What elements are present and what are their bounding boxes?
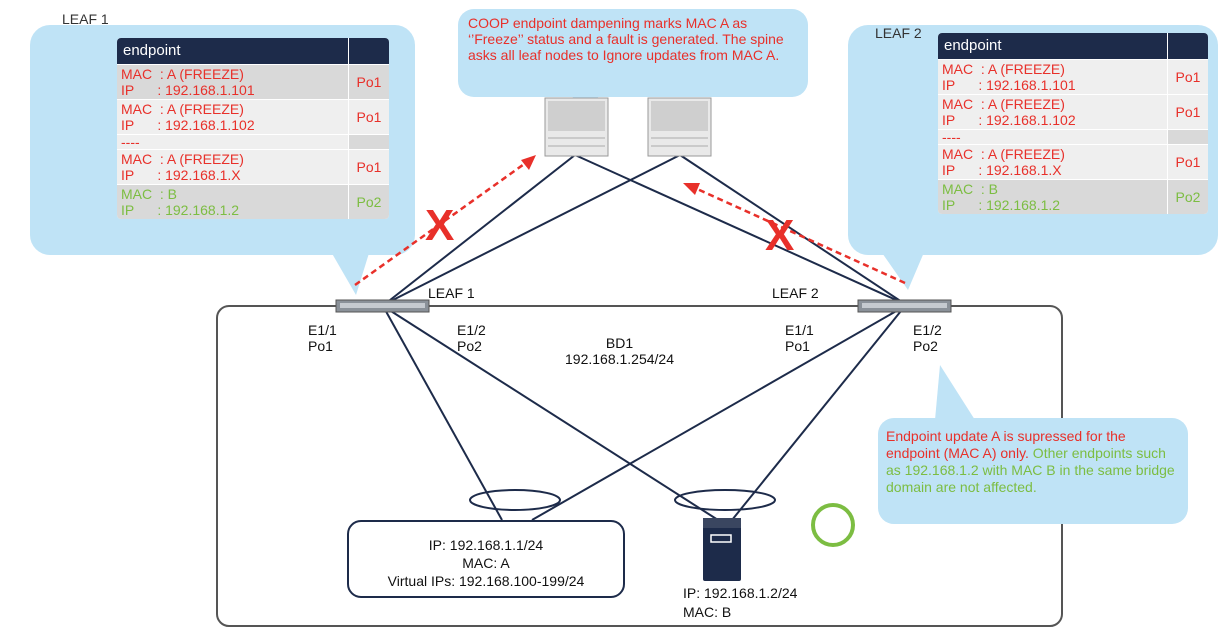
ip-text: IP : 192.168.1.X bbox=[121, 167, 241, 183]
table-separator-row: ---- bbox=[117, 134, 389, 149]
leaf2-update-arrow bbox=[694, 186, 906, 285]
leaf1-update-arrow bbox=[354, 160, 528, 287]
bottom-callout-pointer bbox=[935, 365, 975, 420]
endpoint-cell: MAC : A (FREEZE)IP : 192.168.1.102 bbox=[117, 100, 349, 134]
ip-text: IP : 192.168.1.X bbox=[942, 162, 1062, 178]
table-row: MAC : A (FREEZE)IP : 192.168.1.101 Po1 bbox=[117, 64, 389, 99]
link-leaf2-hostA bbox=[531, 305, 906, 521]
leaf2-name-label: LEAF 2 bbox=[772, 285, 819, 301]
table-separator-row: ---- bbox=[938, 129, 1208, 144]
ip-text: IP : 192.168.1.102 bbox=[942, 112, 1076, 128]
table-row: MAC : A (FREEZE)IP : 192.168.1.X Po1 bbox=[117, 149, 389, 184]
status-ring bbox=[811, 503, 855, 547]
host-b-mac: MAC: B bbox=[683, 604, 732, 620]
leaf2-e12-label: E1/2 Po2 bbox=[913, 322, 942, 354]
leaf1-arrow-head bbox=[521, 155, 536, 170]
ip-text: IP : 192.168.1.2 bbox=[942, 197, 1061, 213]
port-cell: Po1 bbox=[356, 74, 382, 90]
mac-text: MAC : A (FREEZE) bbox=[942, 61, 1065, 77]
endpoint-cell: MAC : A (FREEZE)IP : 192.168.1.102 bbox=[938, 95, 1168, 129]
leaf1-name-label: LEAF 1 bbox=[428, 285, 475, 301]
port-cell: Po1 bbox=[356, 109, 382, 125]
separator-text: ---- bbox=[117, 135, 349, 149]
port-cell: Po1 bbox=[1175, 104, 1201, 120]
suppression-callout-red: Endpoint update A is supressed for the e… bbox=[886, 428, 1126, 461]
leaf1-e12-label: E1/2 Po2 bbox=[457, 322, 486, 354]
leaf2-table-header: endpoint bbox=[938, 33, 1208, 59]
mac-text: MAC : A (FREEZE) bbox=[942, 146, 1065, 162]
leaf1-e11-label: E1/1 Po1 bbox=[308, 322, 337, 354]
leaf2-arrow-head bbox=[683, 183, 700, 195]
port-cell: Po1 bbox=[1175, 69, 1201, 85]
leaf2-block-x: X bbox=[765, 211, 794, 260]
link-leaf1-spine1 bbox=[384, 154, 576, 305]
spine-callout: COOP endpoint dampening marks MAC A as ‘… bbox=[458, 9, 808, 97]
endpoint-cell: MAC : A (FREEZE)IP : 192.168.1.X bbox=[117, 150, 349, 184]
leaf1-switch-icon bbox=[335, 299, 430, 313]
leaf2-switch-icon bbox=[857, 299, 952, 313]
host-a-box: IP: 192.168.1.1/24 MAC: A Virtual IPs: 1… bbox=[347, 520, 625, 598]
ip-text: IP : 192.168.1.102 bbox=[121, 117, 255, 133]
leaf1-block-x: X bbox=[425, 201, 454, 250]
hostA-portchannel-ellipse bbox=[469, 489, 561, 511]
separator-text: ---- bbox=[938, 130, 1168, 144]
leaf1-table-header: endpoint bbox=[117, 38, 389, 64]
leaf2-e11-label: E1/1 Po1 bbox=[785, 322, 814, 354]
table-row: MAC : A (FREEZE)IP : 192.168.1.102 Po1 bbox=[117, 99, 389, 134]
server-b-icon bbox=[703, 518, 741, 581]
port-cell: Po1 bbox=[356, 159, 382, 175]
host-a-virtual-ips: Virtual IPs: 192.168.100-199/24 bbox=[387, 573, 585, 589]
leaf1-bubble-pointer bbox=[330, 250, 370, 295]
spine2-icon bbox=[647, 97, 712, 157]
leaf1-bubble-title: LEAF 1 bbox=[62, 11, 109, 27]
suppression-callout: Endpoint update A is supressed for the e… bbox=[878, 418, 1188, 524]
leaf2-endpoint-table: endpoint MAC : A (FREEZE)IP : 192.168.1.… bbox=[938, 33, 1208, 214]
link-leaf2-spine1 bbox=[574, 154, 906, 305]
port-cell: Po2 bbox=[1175, 189, 1201, 205]
host-a-mac: MAC: A bbox=[462, 555, 510, 571]
table-row: MAC : A (FREEZE)IP : 192.168.1.X Po1 bbox=[938, 144, 1208, 179]
link-leaf1-hostB bbox=[382, 305, 719, 521]
mac-text: MAC : A (FREEZE) bbox=[121, 66, 244, 82]
spine1-icon bbox=[544, 97, 609, 157]
hostB-portchannel-ellipse bbox=[674, 489, 776, 511]
table-row: MAC : A (FREEZE)IP : 192.168.1.101 Po1 bbox=[938, 59, 1208, 94]
mac-text: MAC : A (FREEZE) bbox=[121, 101, 244, 117]
suppression-callout-green: Other endpoints such as 192.168.1.2 with… bbox=[886, 445, 1175, 495]
leaf2-bubble-title: LEAF 2 bbox=[875, 25, 922, 41]
link-leaf1-hostA bbox=[382, 305, 503, 521]
table-row: MAC : A (FREEZE)IP : 192.168.1.102 Po1 bbox=[938, 94, 1208, 129]
mac-text: MAC : B bbox=[121, 186, 178, 202]
port-cell: Po1 bbox=[1175, 154, 1201, 170]
link-leaf2-spine2 bbox=[679, 154, 906, 305]
mac-text: MAC : B bbox=[942, 181, 999, 197]
port-cell: Po2 bbox=[356, 194, 382, 210]
link-leaf2-hostB bbox=[731, 305, 906, 521]
leaf2-table-header-label: endpoint bbox=[938, 33, 1168, 59]
mac-text: MAC : A (FREEZE) bbox=[942, 96, 1065, 112]
ip-text: IP : 192.168.1.101 bbox=[121, 82, 255, 98]
host-b-ip: IP: 192.168.1.2/24 bbox=[683, 585, 798, 601]
host-a-ip: IP: 192.168.1.1/24 bbox=[428, 537, 544, 553]
endpoint-cell: MAC : A (FREEZE)IP : 192.168.1.X bbox=[938, 145, 1168, 179]
endpoint-cell: MAC : A (FREEZE)IP : 192.168.1.101 bbox=[117, 65, 349, 99]
leaf1-endpoint-table: endpoint MAC : A (FREEZE)IP : 192.168.1.… bbox=[117, 38, 389, 219]
ip-text: IP : 192.168.1.101 bbox=[942, 77, 1076, 93]
leaf1-table-header-label: endpoint bbox=[117, 38, 349, 64]
bridge-domain-label: BD1 192.168.1.254/24 bbox=[565, 335, 674, 367]
mac-text: MAC : A (FREEZE) bbox=[121, 151, 244, 167]
leaf2-bubble-pointer bbox=[880, 250, 925, 290]
endpoint-cell: MAC : A (FREEZE)IP : 192.168.1.101 bbox=[938, 60, 1168, 94]
ip-text: IP : 192.168.1.2 bbox=[121, 202, 240, 218]
